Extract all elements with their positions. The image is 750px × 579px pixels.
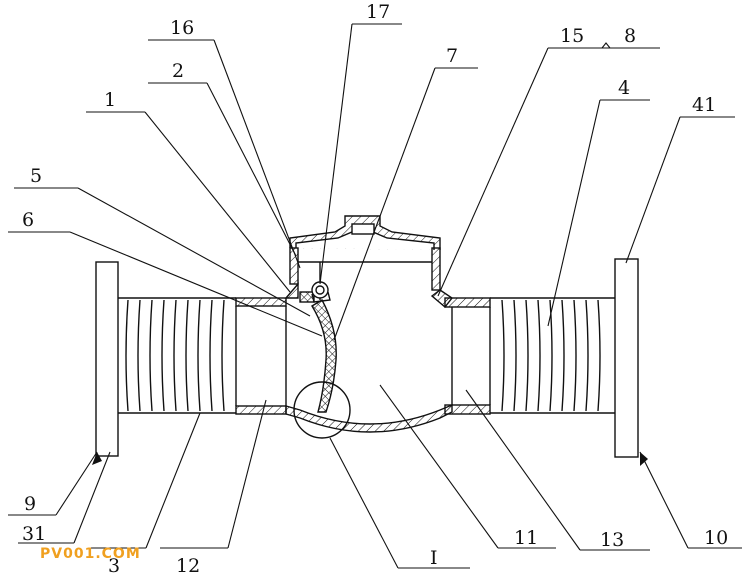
label-13: 13 (600, 529, 624, 551)
left-bellows (118, 297, 236, 414)
swing-disc (311, 299, 337, 413)
label-17: 17 (366, 1, 390, 23)
label-8: 8 (624, 25, 636, 47)
right-flange (614, 258, 639, 458)
label-6: 6 (22, 209, 34, 231)
label-2: 2 (172, 60, 184, 82)
label-4: 4 (618, 77, 630, 99)
label-11: 11 (514, 527, 538, 549)
part-labels: 16 17 2 7 15 8 1 4 41 5 6 9 31 3 12 I 11… (22, 1, 728, 577)
label-9: 9 (24, 493, 36, 515)
label-12: 12 (176, 555, 200, 577)
right-bellows (490, 297, 615, 414)
detail-circle (293, 381, 351, 439)
right-pipe-end (444, 297, 491, 415)
label-7: 7 (446, 45, 458, 67)
left-flange (95, 261, 119, 457)
left-pipe-end (235, 297, 287, 415)
valve-seat (299, 291, 315, 303)
watermark: PV001.COM (40, 546, 141, 562)
label-41: 41 (692, 94, 716, 116)
label-I: I (430, 547, 438, 569)
label-15: 15 (560, 25, 584, 47)
valve-body (284, 215, 454, 433)
leader-lines (8, 23, 742, 569)
label-16: 16 (170, 17, 194, 39)
label-1: 1 (104, 89, 116, 111)
label-10: 10 (704, 527, 728, 549)
label-3: 3 (108, 555, 120, 577)
label-31: 31 (22, 523, 46, 545)
label-5: 5 (30, 165, 42, 187)
